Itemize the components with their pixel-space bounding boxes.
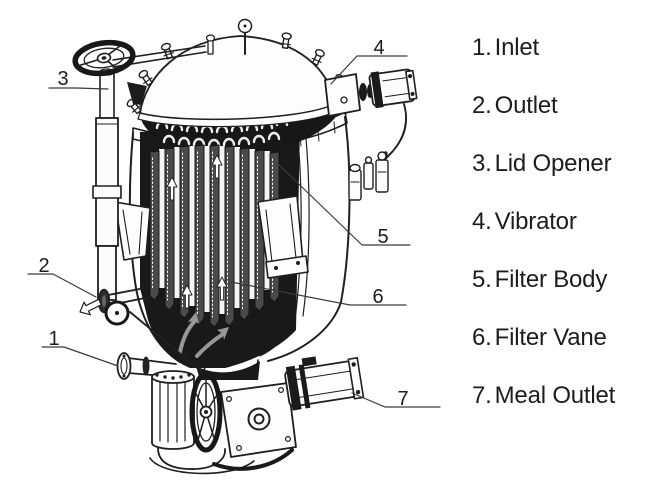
- callout-number: 7: [397, 388, 408, 410]
- legend-item-number: 7.: [472, 382, 492, 409]
- callout-3: 3: [48, 68, 109, 90]
- recirculation-arrows: [178, 319, 225, 358]
- support-strut: [129, 311, 214, 382]
- legend-item-outlet: 2.Outlet: [472, 92, 648, 120]
- vessel-lid: [124, 18, 359, 128]
- callout-6: 6: [230, 281, 407, 308]
- callouts: 1 2 3 4 5 6 7: [27, 37, 441, 410]
- legend-item-label: Filter Body: [494, 266, 608, 293]
- gear-housing: [220, 382, 297, 458]
- legend-item-number: 4.: [472, 208, 492, 235]
- legend-item-label: Outlet: [494, 92, 558, 119]
- legend-item-number: 6.: [472, 324, 492, 351]
- arrowhead: [188, 312, 199, 324]
- callout-number: 5: [377, 226, 388, 248]
- legend-item-number: 3.: [472, 150, 492, 177]
- legend-item-meal-outlet: 7.Meal Outlet: [472, 382, 648, 410]
- callout-number: 1: [48, 328, 59, 350]
- callout-number: 2: [38, 255, 49, 277]
- legend-item-filter-vane: 6.Filter Vane: [472, 324, 648, 352]
- vibrator-mount-block: [324, 73, 361, 117]
- callout-number: 4: [373, 37, 384, 59]
- callout-5: 5: [276, 162, 411, 248]
- lid-opener-handwheel: [72, 39, 136, 77]
- leader-line: [27, 273, 97, 298]
- meal-outlet-assembly: [149, 356, 365, 475]
- legend-item-lid-opener: 3.Lid Opener: [472, 150, 648, 178]
- lid-clamp: [309, 47, 327, 67]
- callout-number: 6: [372, 286, 383, 308]
- coupling: [359, 83, 367, 101]
- legend-item-label: Lid Opener: [494, 150, 612, 177]
- legend-item-label: Vibrator: [494, 208, 577, 235]
- leader-line: [330, 55, 408, 85]
- legend-item-filter-body: 5.Filter Body: [472, 266, 648, 294]
- valve-handwheel: [189, 371, 223, 453]
- support-lug-right: [257, 195, 309, 279]
- filter-vanes: [149, 144, 280, 328]
- legend-item-inlet: 1.Inlet: [472, 34, 648, 62]
- vibrator-assembly: [324, 68, 418, 201]
- outflow-arrow: [79, 298, 102, 316]
- legend-item-label: Meal Outlet: [494, 382, 616, 409]
- leader-line: [41, 346, 119, 367]
- pressure-gauge: [237, 18, 253, 55]
- filter-leaf-pack: [140, 105, 335, 380]
- pneumatic-actuator: [284, 356, 365, 411]
- base-skirt: [157, 447, 226, 470]
- leader-line: [230, 281, 407, 306]
- legend-item-label: Inlet: [494, 34, 540, 61]
- support-lug-left: [114, 201, 151, 261]
- air-valve-unit: [348, 151, 389, 201]
- filter-machine-diagram: 1 2 3 4 5 6 7: [27, 18, 441, 475]
- lid-fitting: [205, 34, 216, 55]
- leader-line: [48, 87, 109, 90]
- legend-item-number: 5.: [472, 266, 492, 293]
- callout-4: 4: [330, 37, 408, 85]
- legend-item-label: Filter Vane: [494, 324, 607, 351]
- parts-legend: 1.Inlet 2.Outlet 3.Lid Opener 4.Vibrator…: [472, 34, 648, 410]
- callout-1: 1: [41, 328, 119, 367]
- legend-item-number: 1.: [472, 34, 492, 61]
- lid-opener: [72, 39, 207, 301]
- leader-line: [351, 392, 441, 408]
- callout-number: 3: [57, 68, 68, 90]
- legend-item-number: 2.: [472, 92, 492, 119]
- callout-7: 7: [351, 388, 441, 410]
- leader-line: [276, 162, 411, 246]
- vibrator-cylinder: [368, 68, 418, 109]
- callout-2: 2: [27, 255, 97, 298]
- lid-hinge-fitting: [127, 82, 147, 105]
- legend-item-vibrator: 4.Vibrator: [472, 208, 648, 236]
- leaf-top-hooks: [155, 117, 289, 148]
- outlet-pipe: [79, 286, 214, 382]
- shadow: [212, 448, 294, 471]
- valve-cage: [151, 370, 195, 450]
- arrowhead: [217, 327, 229, 340]
